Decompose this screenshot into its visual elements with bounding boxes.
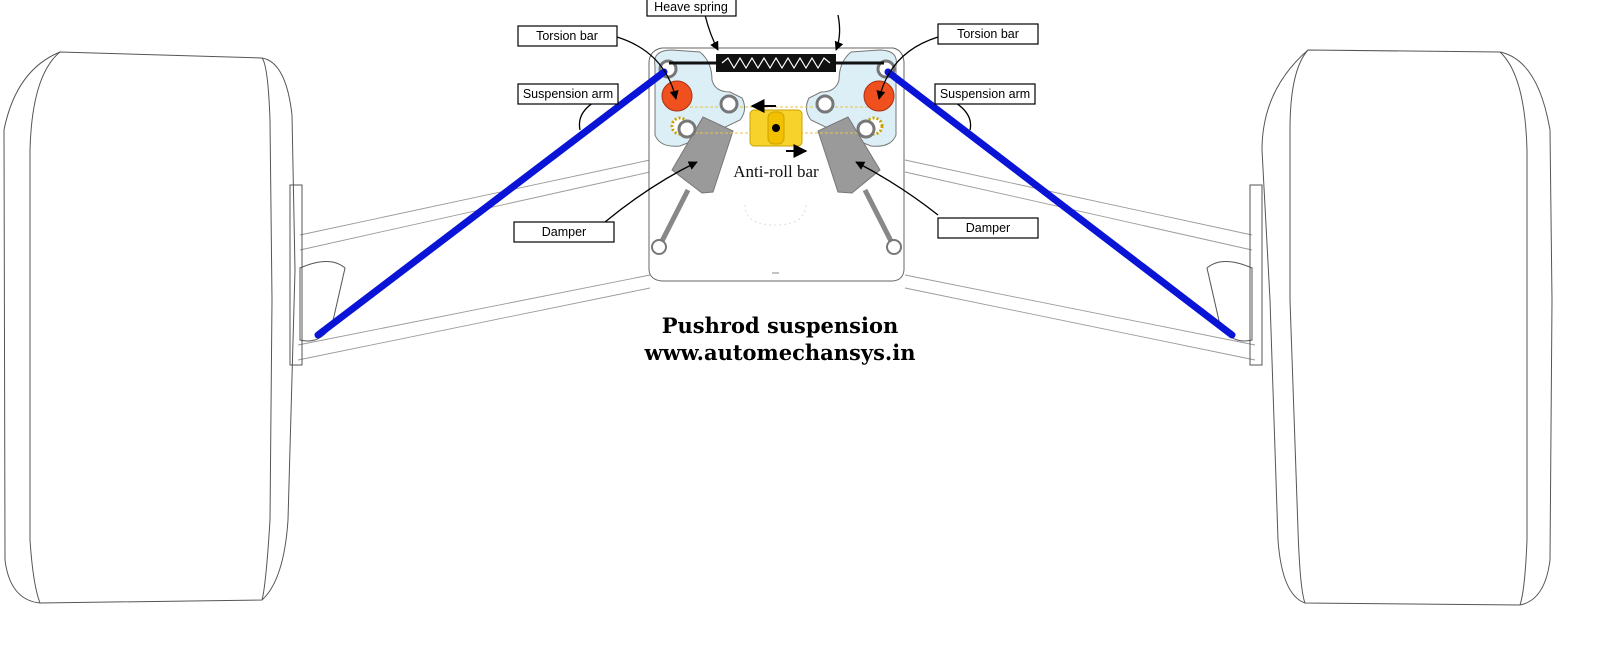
damper-left-leader (604, 161, 698, 223)
suspension-arm-right-text: Suspension arm (940, 87, 1030, 101)
damper-left-text: Damper (542, 225, 586, 239)
heave-spring-leader (704, 14, 719, 51)
label-torsion-bar-left: Torsion bar (517, 25, 618, 47)
label-suspension-arm-left: Suspension arm (517, 83, 619, 105)
right-pivots (815, 59, 896, 139)
torsion-bar-right-text: Torsion bar (957, 27, 1019, 41)
left-wheel (3, 51, 296, 604)
torsion-bar-left-leader (616, 36, 679, 100)
damper-right-leader (855, 161, 939, 216)
left-wishbones (289, 159, 651, 366)
right-wishbones (904, 159, 1263, 366)
caption-title: Pushrod suspension (662, 313, 899, 338)
right-torsion-bar (863, 80, 895, 112)
suspension-arm-left-text: Suspension arm (523, 87, 613, 101)
torsion-bar-right-leader (876, 36, 939, 100)
label-heave-spring: Heave spring (646, 0, 737, 17)
right-suspension-arm (884, 68, 1236, 339)
damper-right-text: Damper (966, 221, 1010, 235)
torsion-bar-left-text: Torsion bar (536, 29, 598, 43)
left-damper (651, 116, 734, 255)
heave-spring-right-leader (834, 14, 844, 51)
label-suspension-arm-right: Suspension arm (934, 83, 1036, 105)
right-wheel (1261, 49, 1553, 606)
left-suspension-arm (314, 68, 668, 339)
label-damper-left: Damper (513, 221, 615, 243)
label-torsion-bar-right: Torsion bar (937, 23, 1039, 45)
caption-website: www.automechansys.in (644, 340, 916, 365)
right-damper (817, 116, 902, 255)
anti-roll-bar-label: Anti-roll bar (733, 162, 819, 181)
heave-spring (669, 54, 884, 72)
heave-spring-text: Heave spring (654, 0, 728, 14)
label-damper-right: Damper (937, 217, 1039, 239)
left-torsion-bar (661, 80, 693, 112)
